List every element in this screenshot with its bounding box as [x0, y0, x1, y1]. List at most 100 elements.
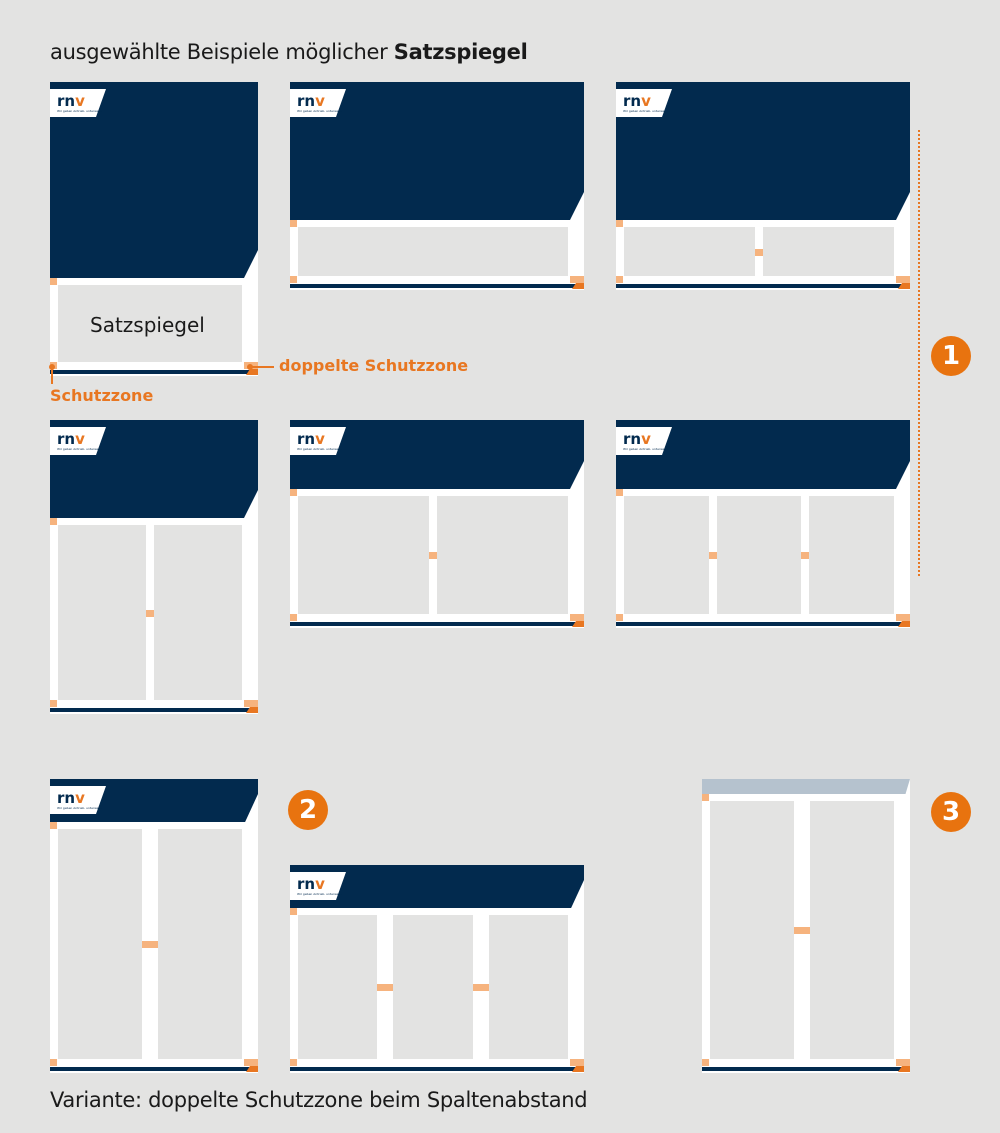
layout-2a-schutzzone-bottom: [50, 1059, 57, 1066]
layout-1d-corner-accent-shape: [246, 707, 258, 713]
rnv-logo-plate: [290, 89, 346, 117]
layout-2b-gap-marker: [472, 984, 489, 991]
rnv-logo-text: rnv: [297, 92, 325, 110]
rnv-logo-tagline: Wir geben Antrieb. unterwegs: [623, 109, 668, 113]
layout-2a-column: [58, 829, 142, 1059]
layout-1f-banner: [616, 420, 910, 489]
layout-3-doppelte-schutzzone: [896, 1059, 910, 1066]
layout-2b-doppelte-schutzzone: [570, 1059, 584, 1066]
rnv-logo-text: rnv: [57, 430, 85, 448]
layout-1e-banner-shape: [290, 420, 584, 489]
layout-1a-footbar: [50, 370, 258, 374]
layout-1a-corner-accent: [246, 369, 258, 375]
layout-2b-footbar: [290, 1067, 584, 1071]
layout-3-column: [710, 801, 794, 1059]
layout-1b-footbar: [290, 284, 584, 288]
layout-3-corner-accent-shape: [898, 1066, 910, 1072]
layout-1f-schutzzone-bottom: [616, 614, 623, 621]
rnv-logo-plate: [290, 872, 346, 900]
layout-1a-column: [58, 285, 242, 362]
layout-2b-column: [298, 915, 378, 1059]
layout-1d-doppelte-schutzzone: [244, 700, 258, 707]
rnv-logo-text: rnv: [297, 430, 325, 448]
layout-1e-corner-accent: [572, 621, 584, 627]
layout-2b-schutzzone-top: [290, 908, 297, 915]
layout-1f-doppelte-schutzzone: [896, 614, 910, 621]
layout-2b-gap-marker: [377, 984, 394, 991]
layout-2b-corner-accent-shape: [572, 1066, 584, 1072]
layout-1b-banner: [290, 82, 584, 220]
layout-1f-gap-marker: [708, 552, 717, 559]
rnv-logo-plate: [290, 427, 346, 455]
layout-1c-footbar: [616, 284, 910, 288]
doppelte-schutzzone-leader: [252, 366, 274, 368]
layout-1e-footbar: [290, 622, 584, 626]
layout-1c-corner-accent: [898, 283, 910, 289]
layout-1b-schutzzone-bottom: [290, 276, 297, 283]
layout-1f-footbar: [616, 622, 910, 626]
layout-1e-doppelte-schutzzone: [570, 614, 584, 621]
satzspiegel-label: Satzspiegel: [90, 313, 205, 337]
layout-1f-column: [716, 496, 802, 614]
rnv-logo-plate: [616, 89, 672, 117]
badge-1: 1: [931, 336, 971, 376]
rnv-logo-tagline: Wir geben Antrieb. unterwegs: [297, 892, 342, 896]
layout-1d-banner-shape: [50, 420, 258, 518]
schutzzone-label: Schutzzone: [50, 386, 154, 405]
rnv-logo-tagline: Wir geben Antrieb. unterwegs: [623, 447, 668, 451]
rnv-logo-tagline: Wir geben Antrieb. unterwegs: [57, 806, 102, 810]
layout-1f-column: [809, 496, 894, 614]
layout-3-schutzzone-bottom: [702, 1059, 709, 1066]
schutzzone-marker: [49, 364, 55, 370]
layout-1d-gap-marker: [146, 609, 154, 617]
layout-2a-schutzzone-top: [50, 822, 57, 829]
layout-3-gap-marker: [794, 927, 810, 934]
layout-1f-gap-marker: [801, 552, 810, 559]
layout-1c-schutzzone-bottom: [616, 276, 623, 283]
layout-1a-schutzzone-top: [50, 278, 57, 285]
layout-1c-banner-shape: [616, 82, 910, 220]
layout-3-schutzzone-top: [702, 794, 709, 801]
layout-1d-footbar: [50, 708, 258, 712]
rnv-logo-plate: [616, 427, 672, 455]
layout-3-footbar: [702, 1067, 910, 1071]
rnv-logo-plate: [50, 89, 106, 117]
rnv-logo-text: rnv: [623, 430, 651, 448]
layout-2b-corner-accent: [572, 1066, 584, 1072]
layout-1c-gap-marker: [755, 248, 763, 256]
layout-2b-schutzzone-bottom: [290, 1059, 297, 1066]
rnv-logo-text: rnv: [57, 789, 85, 807]
rnv-logo-text: rnv: [297, 875, 325, 893]
layout-3-banner-shape: [702, 779, 910, 794]
layout-2b-banner: [290, 865, 584, 908]
layout-1d-column: [58, 525, 146, 700]
badge-3: 3: [931, 792, 971, 832]
layout-1b-corner-accent: [572, 283, 584, 289]
layout-1c-schutzzone-top: [616, 220, 623, 227]
layout-3-column: [810, 801, 894, 1059]
layout-2a-gap-marker: [142, 941, 158, 948]
rnv-logo-text: rnv: [623, 92, 651, 110]
layout-1b-corner-accent-shape: [572, 283, 584, 289]
layout-1e-corner-accent-shape: [572, 621, 584, 627]
layout-2b-column: [488, 915, 568, 1059]
doppelte-schutzzone-label: doppelte Schutzzone: [279, 356, 469, 375]
layout-1d-banner: [50, 420, 258, 518]
rnv-logo-plate: [50, 786, 106, 814]
page-title: ausgewählte Beispiele möglicher Satzspie…: [50, 40, 528, 64]
layout-1d-schutzzone-top: [50, 518, 57, 525]
layout-3-banner: [702, 779, 910, 794]
layout-3-corner-accent: [898, 1066, 910, 1072]
layout-2a-column: [158, 829, 242, 1059]
